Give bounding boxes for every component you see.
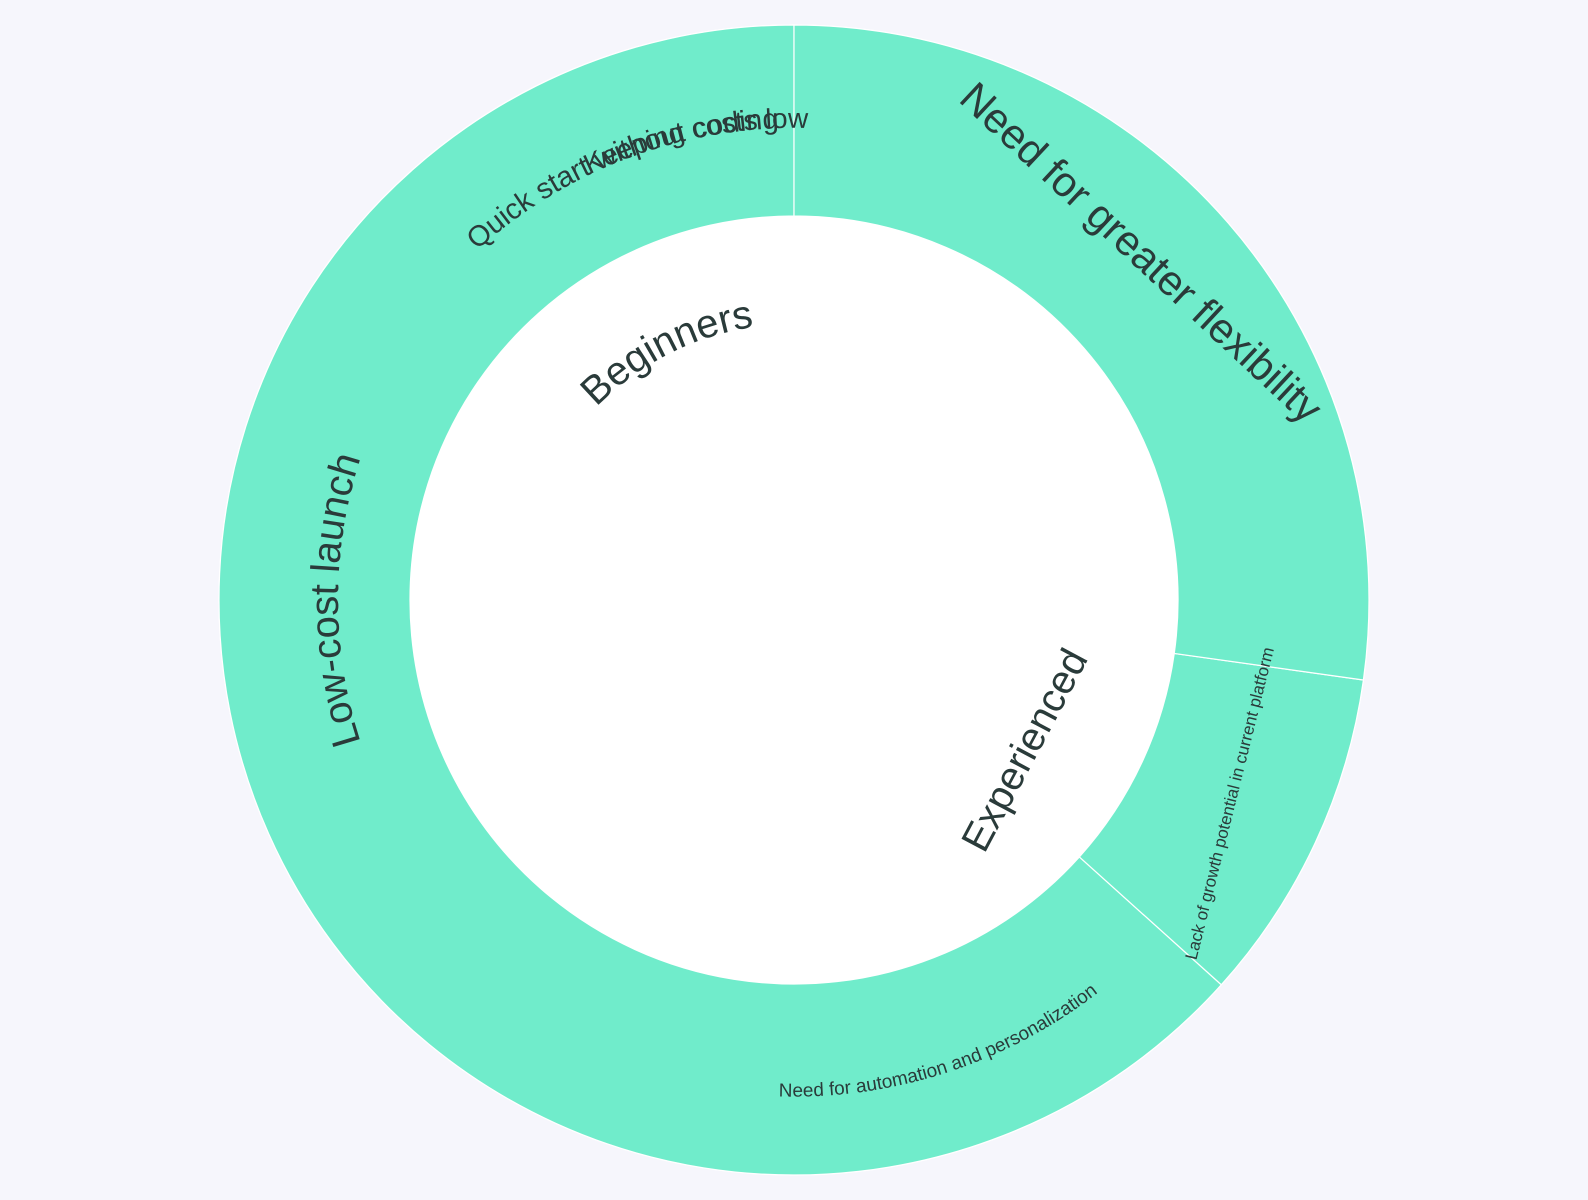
outer-segment-flexibility[interactable] <box>793 24 1370 681</box>
outer-ring <box>218 24 1370 1176</box>
outer-segment-automation[interactable] <box>218 24 1223 1176</box>
